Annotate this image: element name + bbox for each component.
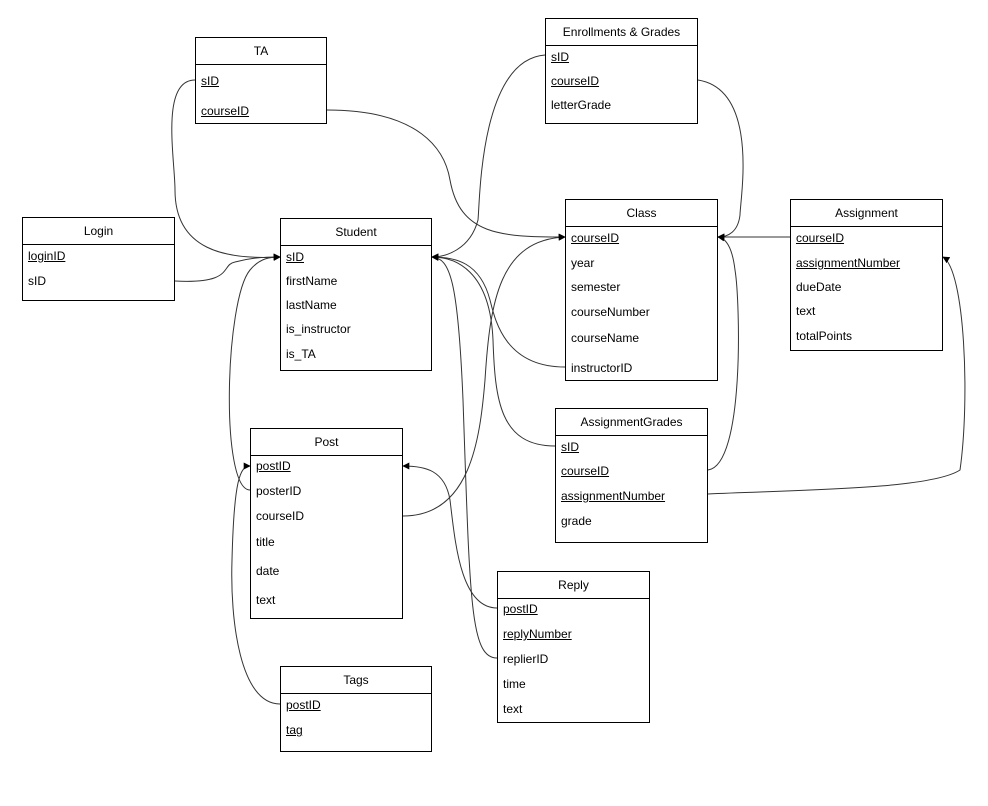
- field-text: text: [503, 702, 523, 716]
- field-courseid: courseID: [201, 104, 250, 118]
- field-postid: postID: [256, 459, 291, 473]
- connector-post-posterid-student: [228, 253, 281, 491]
- field-is-ta: is_TA: [286, 347, 316, 361]
- field-tag: tag: [286, 723, 303, 737]
- connector-reply-postid-post: [402, 462, 498, 609]
- connector-ag-courseid-class: [707, 234, 739, 471]
- entity-title: Assignment: [791, 200, 942, 227]
- connector-enrollments-courseid-class: [697, 79, 744, 241]
- field-instructorid: instructorID: [571, 361, 633, 375]
- entity-enrollments-grades: Enrollments & Grades sID courseID letter…: [545, 18, 698, 124]
- entity-title: Class: [566, 200, 717, 227]
- field-grade: grade: [561, 514, 592, 528]
- field-posterid: posterID: [256, 484, 302, 498]
- entity-title: Tags: [281, 667, 431, 694]
- field-firstname: firstName: [286, 274, 338, 288]
- field-courseid: courseID: [551, 74, 600, 88]
- field-assignmentnumber: assignmentNumber: [561, 489, 666, 503]
- connector-post-courseid-class: [402, 233, 566, 517]
- entity-reply: Reply postID replyNumber replierID time …: [497, 571, 650, 723]
- field-loginid: loginID: [28, 249, 66, 263]
- field-postid: postID: [286, 698, 321, 712]
- field-assignmentnumber: assignmentNumber: [796, 256, 901, 270]
- field-text: text: [256, 593, 276, 607]
- entity-login: Login loginID sID: [22, 217, 175, 301]
- field-lettergrade: letterGrade: [551, 98, 612, 112]
- connector-reply-replierid-student: [431, 253, 498, 659]
- connector-tags-postid-post: [231, 462, 281, 705]
- field-year: year: [571, 256, 595, 270]
- field-coursename: courseName: [571, 331, 640, 345]
- field-sid: sID: [201, 74, 219, 88]
- connector-login-sid-student: [174, 253, 281, 282]
- field-is-instructor: is_instructor: [286, 322, 351, 336]
- field-courseid: courseID: [256, 509, 305, 523]
- entity-title: AssignmentGrades: [556, 409, 707, 436]
- connector-class-instructorid-student: [431, 253, 566, 368]
- entity-post: Post postID posterID courseID title date…: [250, 428, 403, 619]
- field-sid: sID: [551, 50, 569, 64]
- entity-assignment: Assignment courseID assignmentNumber due…: [790, 199, 943, 351]
- entity-ta: TA sID courseID: [195, 37, 327, 124]
- field-date: date: [256, 564, 280, 578]
- field-coursenumber: courseNumber: [571, 305, 650, 319]
- connector-ag-sid-student: [431, 253, 556, 447]
- field-title: title: [256, 535, 275, 549]
- entity-title: Reply: [498, 572, 649, 599]
- field-semester: semester: [571, 280, 621, 294]
- field-courseid: courseID: [796, 231, 845, 245]
- entity-title: Student: [281, 219, 431, 246]
- entity-title: Enrollments & Grades: [546, 19, 697, 46]
- field-postid: postID: [503, 602, 538, 616]
- entity-student: Student sID firstName lastName is_instru…: [280, 218, 432, 371]
- field-text: text: [796, 304, 816, 318]
- field-lastname: lastName: [286, 298, 337, 312]
- field-totalpoints: totalPoints: [796, 329, 853, 343]
- entity-tags: Tags postID tag: [280, 666, 432, 752]
- connector-ta-courseid-class: [326, 109, 566, 241]
- field-duedate: dueDate: [796, 280, 842, 294]
- field-courseid: courseID: [561, 464, 610, 478]
- entity-title: Login: [23, 218, 174, 245]
- connector-ta-sid-student: [171, 79, 281, 261]
- field-replierid: replierID: [503, 652, 549, 666]
- connector-ag-assignmentnumber-assignment: [707, 256, 966, 495]
- entity-title: Post: [251, 429, 402, 456]
- connector-enrollments-sid-student: [431, 54, 546, 261]
- field-sid: sID: [286, 250, 304, 264]
- entity-assignment-grades: AssignmentGrades sID courseID assignment…: [555, 408, 708, 543]
- field-sid: sID: [28, 274, 46, 288]
- entity-title: TA: [196, 38, 326, 65]
- field-replynumber: replyNumber: [503, 627, 572, 641]
- field-sid: sID: [561, 440, 579, 454]
- field-courseid: courseID: [571, 231, 620, 245]
- field-time: time: [503, 677, 526, 691]
- entity-class: Class courseID year semester courseNumbe…: [565, 199, 718, 381]
